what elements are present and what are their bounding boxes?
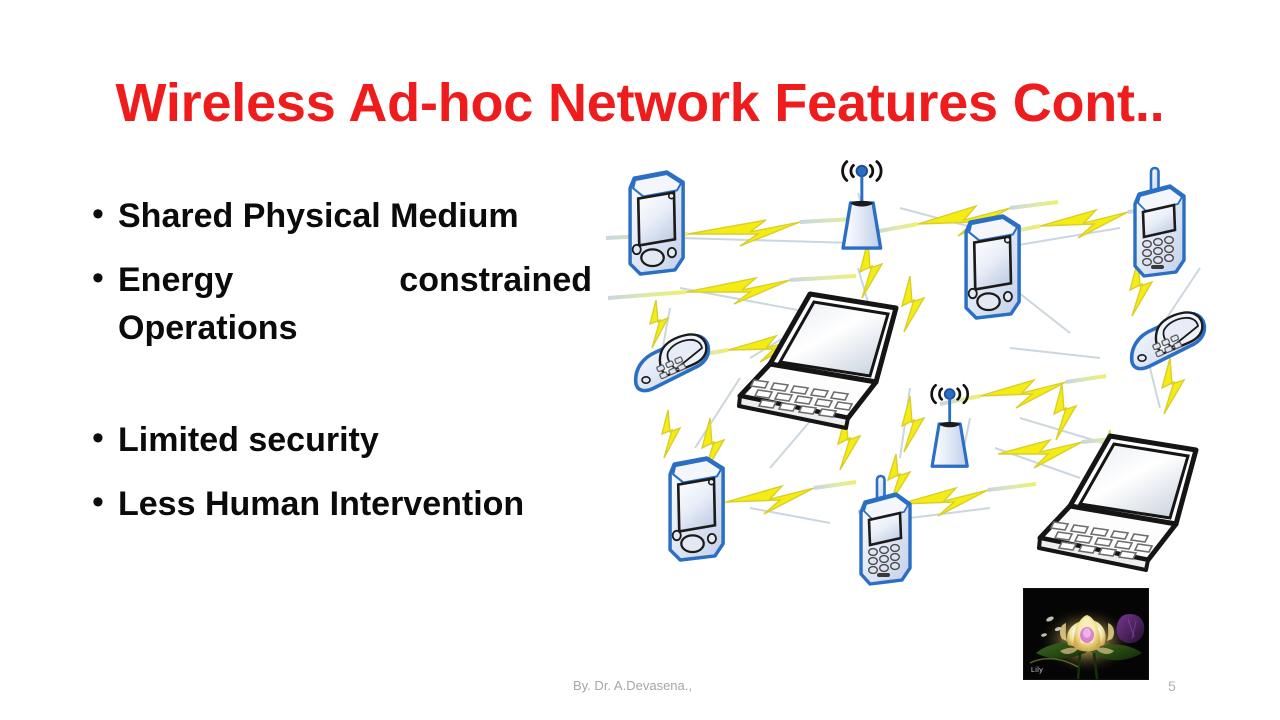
node-flip-phone-left: [633, 332, 711, 393]
bullet-text: Less Human Intervention: [118, 485, 525, 523]
wireless-network-diagram: [600, 148, 1220, 598]
page-title: Wireless Ad-hoc Network Features Cont..: [115, 73, 1165, 133]
photo-caption: Lily: [1031, 667, 1044, 674]
node-cell-phone-top-right: [1133, 166, 1186, 278]
slide-page-number: 5: [1168, 678, 1176, 694]
bullet-text: Shared Physical Medium: [118, 197, 519, 235]
node-access-point-top: [840, 159, 883, 250]
node-access-point-center: [930, 383, 970, 468]
node-cell-phone-bottom: [859, 474, 912, 586]
bullet-marker-icon: •: [92, 419, 104, 457]
list-item: • Less Human Intervention: [92, 480, 592, 528]
footer-author: By. Dr. A.Devasena.,: [573, 678, 692, 693]
bullet-list: • Shared Physical Medium • Energy constr…: [92, 192, 592, 544]
node-laptop-bottom-right: [1039, 436, 1196, 570]
node-pda-bottom-left: [668, 456, 725, 562]
bullet-marker-icon: •: [92, 483, 104, 521]
bullet-marker-icon: •: [92, 259, 104, 297]
node-pda-center-top: [964, 214, 1021, 320]
link-bolts: [605, 200, 1186, 517]
node-flip-phone-right: [1129, 310, 1207, 371]
list-item: • Energy constrained Operations: [92, 256, 592, 400]
bullet-marker-icon: •: [92, 195, 104, 233]
bullet-text: Limited security: [118, 421, 379, 459]
lily-photo-thumbnail: Lily: [1023, 588, 1149, 680]
list-item: • Limited security: [92, 416, 592, 464]
bullet-text: Energy constrained Operations: [118, 261, 592, 347]
list-item: • Shared Physical Medium: [92, 192, 592, 240]
node-pda-top-left: [628, 170, 685, 276]
